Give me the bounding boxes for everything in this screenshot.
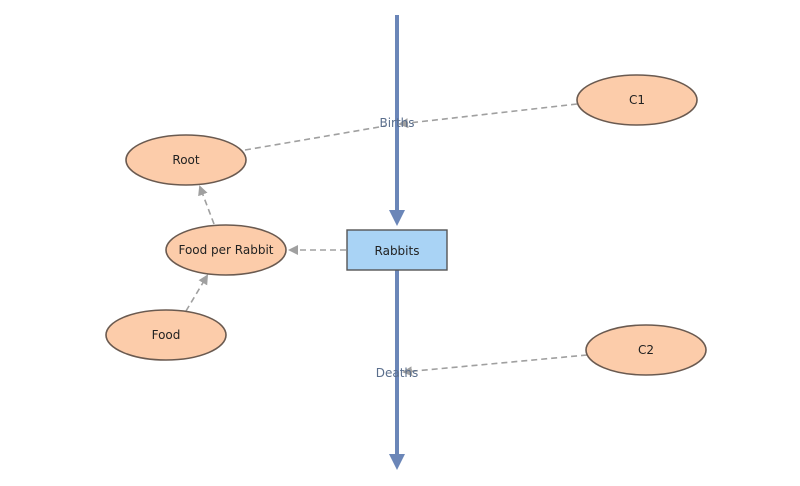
link-c2-to-deaths[interactable] (402, 354, 588, 377)
deaths-flow[interactable]: Deaths (376, 366, 419, 380)
food-label: Food (152, 328, 181, 342)
root-variable[interactable]: Root (125, 134, 247, 186)
c2-ellipse (585, 324, 707, 376)
c2-variable[interactable]: C2 (585, 324, 707, 376)
deaths-label: Deaths (376, 366, 419, 380)
c1-variable[interactable]: C1 (576, 74, 698, 126)
rabbits-stock[interactable]: Rabbits (346, 229, 448, 271)
c1-label: C1 (629, 93, 645, 107)
root-label: Root (172, 153, 199, 167)
food-variable[interactable]: Food (105, 309, 227, 361)
c2-label: C2 (638, 343, 654, 357)
rabbits-label: Rabbits (375, 244, 420, 258)
link-c1-to-births[interactable] (398, 103, 578, 129)
link-food-per-rabbit-to-root[interactable] (198, 185, 215, 225)
link-food-to-food-per-rabbit[interactable] (185, 274, 209, 312)
food-per-rabbit-ellipse (165, 224, 287, 276)
food-per-rabbit-variable[interactable]: Food per Rabbit (165, 224, 287, 276)
births-flow[interactable]: Births (379, 116, 414, 130)
rabbits-stock-box (346, 229, 448, 271)
food-ellipse (105, 309, 227, 361)
births-label: Births (379, 116, 414, 130)
food-per-rabbit-label: Food per Rabbit (178, 243, 273, 257)
link-root-to-births[interactable] (244, 125, 386, 151)
root-ellipse (125, 134, 247, 186)
c1-ellipse (576, 74, 698, 126)
